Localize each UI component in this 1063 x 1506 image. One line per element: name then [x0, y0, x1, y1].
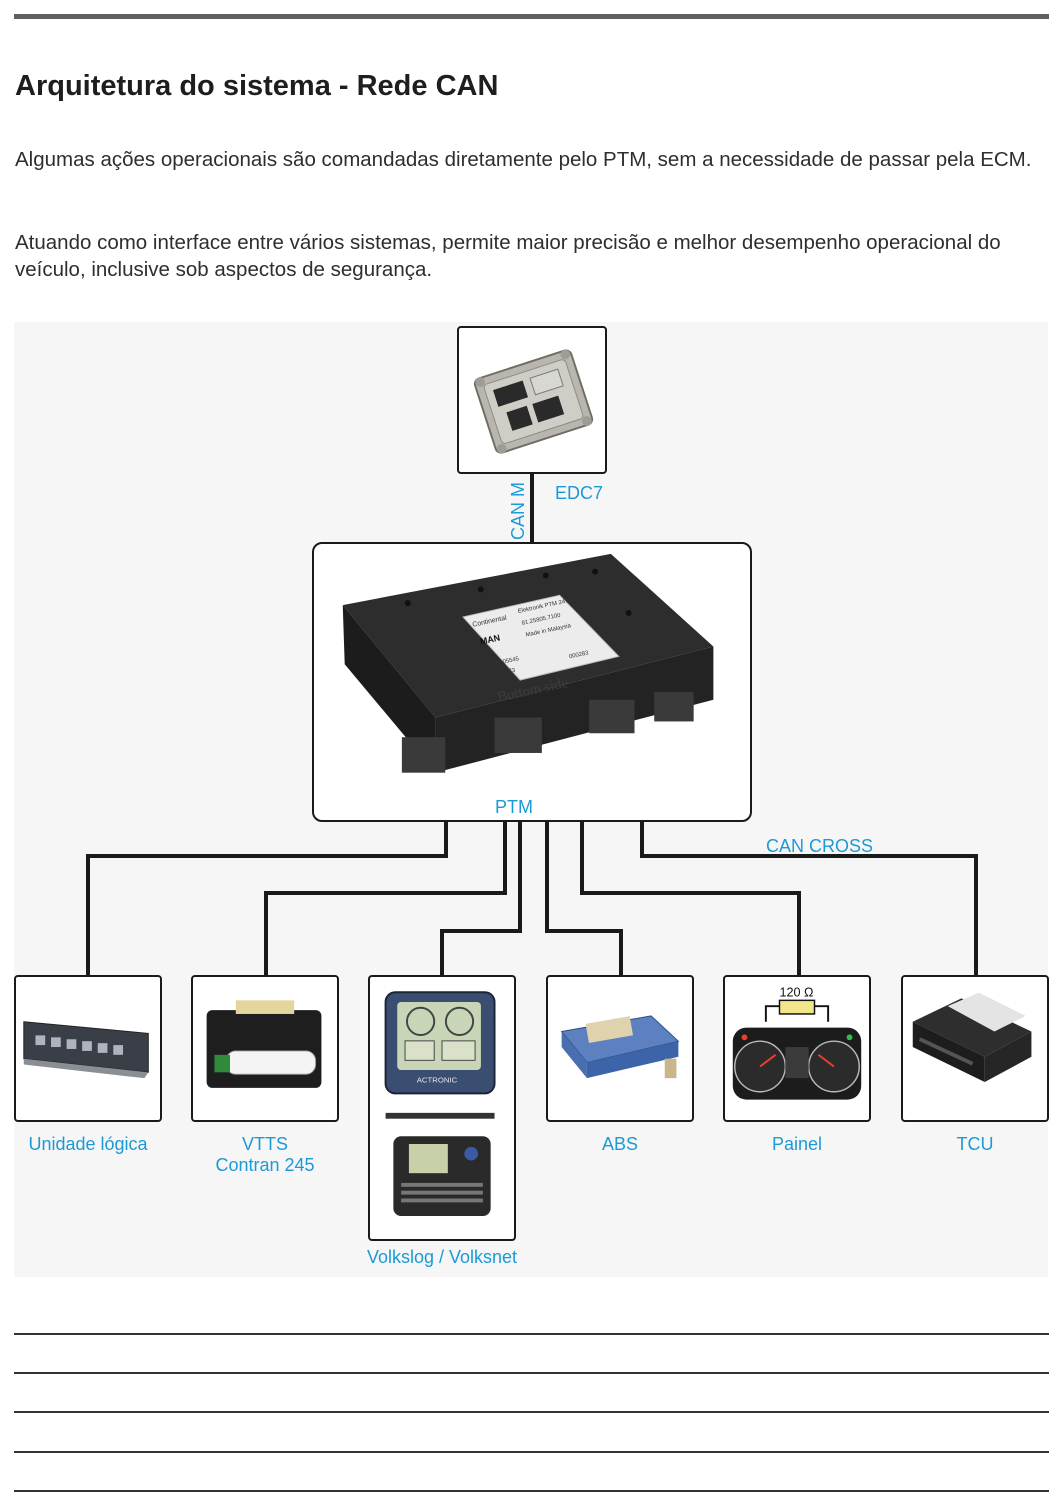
ecm-label: EDC7 [555, 483, 604, 503]
painel-box: 120 Ω [723, 975, 871, 1122]
unidade-logica-box [14, 975, 162, 1122]
abs-label: ABS [601, 1134, 639, 1154]
volkslog-label: Volkslog / Volksnet [366, 1247, 518, 1267]
vtts-box [191, 975, 339, 1122]
resistor-label: 120 Ω [779, 985, 813, 999]
volkslog-box: ACTRONIC [368, 975, 516, 1241]
tcu-label: TCU [956, 1134, 994, 1154]
ptm-sticker-e1-3: 000283 [569, 650, 590, 660]
tcu-unit-icon [912, 992, 1032, 1083]
wire-volkslog [440, 820, 522, 976]
abs-unit-icon [560, 1015, 680, 1079]
ecu-unit-icon [473, 349, 594, 454]
unidade-logica-label: Unidade lógica [28, 1134, 148, 1154]
notes-line [14, 1411, 1049, 1413]
intro-paragraph: Algumas ações operacionais são comandada… [15, 148, 1032, 171]
can-cross-label: CAN CROSS [766, 836, 874, 856]
logic-unit-icon [23, 1021, 149, 1079]
ptm-sticker-e1-2: 03 5573 [494, 668, 517, 678]
ptm-module-box: Continental MAN Elektronik PTM 24V 81.25… [312, 542, 752, 822]
vtts-label-line-1: VTTS [241, 1134, 288, 1154]
abs-box [546, 975, 694, 1122]
ptm-unit-icon: Continental MAN Elektronik PTM 24V 81.25… [342, 553, 714, 773]
volkslog-devices-icon: ACTRONIC [384, 991, 496, 1216]
top-rule [14, 14, 1049, 19]
edc7-ecu-box [457, 326, 607, 474]
resistor-icon [778, 999, 816, 1015]
wire-vtts [264, 820, 507, 976]
vtts-label-line-2: Contran 245 [215, 1155, 315, 1175]
wire-unidade-logica [86, 820, 448, 976]
painel-label: Painel [771, 1134, 823, 1154]
wire-abs [545, 820, 623, 976]
notes-line [14, 1490, 1049, 1492]
interface-paragraph: Atuando como interface entre vários sist… [15, 231, 1001, 281]
ptm-sticker-maker: MAN [479, 633, 501, 647]
notes-line [14, 1372, 1049, 1374]
actronic-text: ACTRONIC [417, 1076, 458, 1085]
notes-line [14, 1451, 1049, 1453]
instrument-cluster-icon: 120 Ω [732, 985, 862, 1100]
ptm-label: PTM [495, 797, 533, 817]
can-m-label: CAN M [508, 482, 528, 540]
page-title: Arquitetura do sistema - Rede CAN [15, 70, 499, 102]
wire-painel [580, 820, 801, 976]
tcu-box [901, 975, 1049, 1122]
notes-line [14, 1333, 1049, 1335]
tracker-unit-icon [206, 1000, 322, 1088]
wire-tcu [640, 820, 978, 976]
